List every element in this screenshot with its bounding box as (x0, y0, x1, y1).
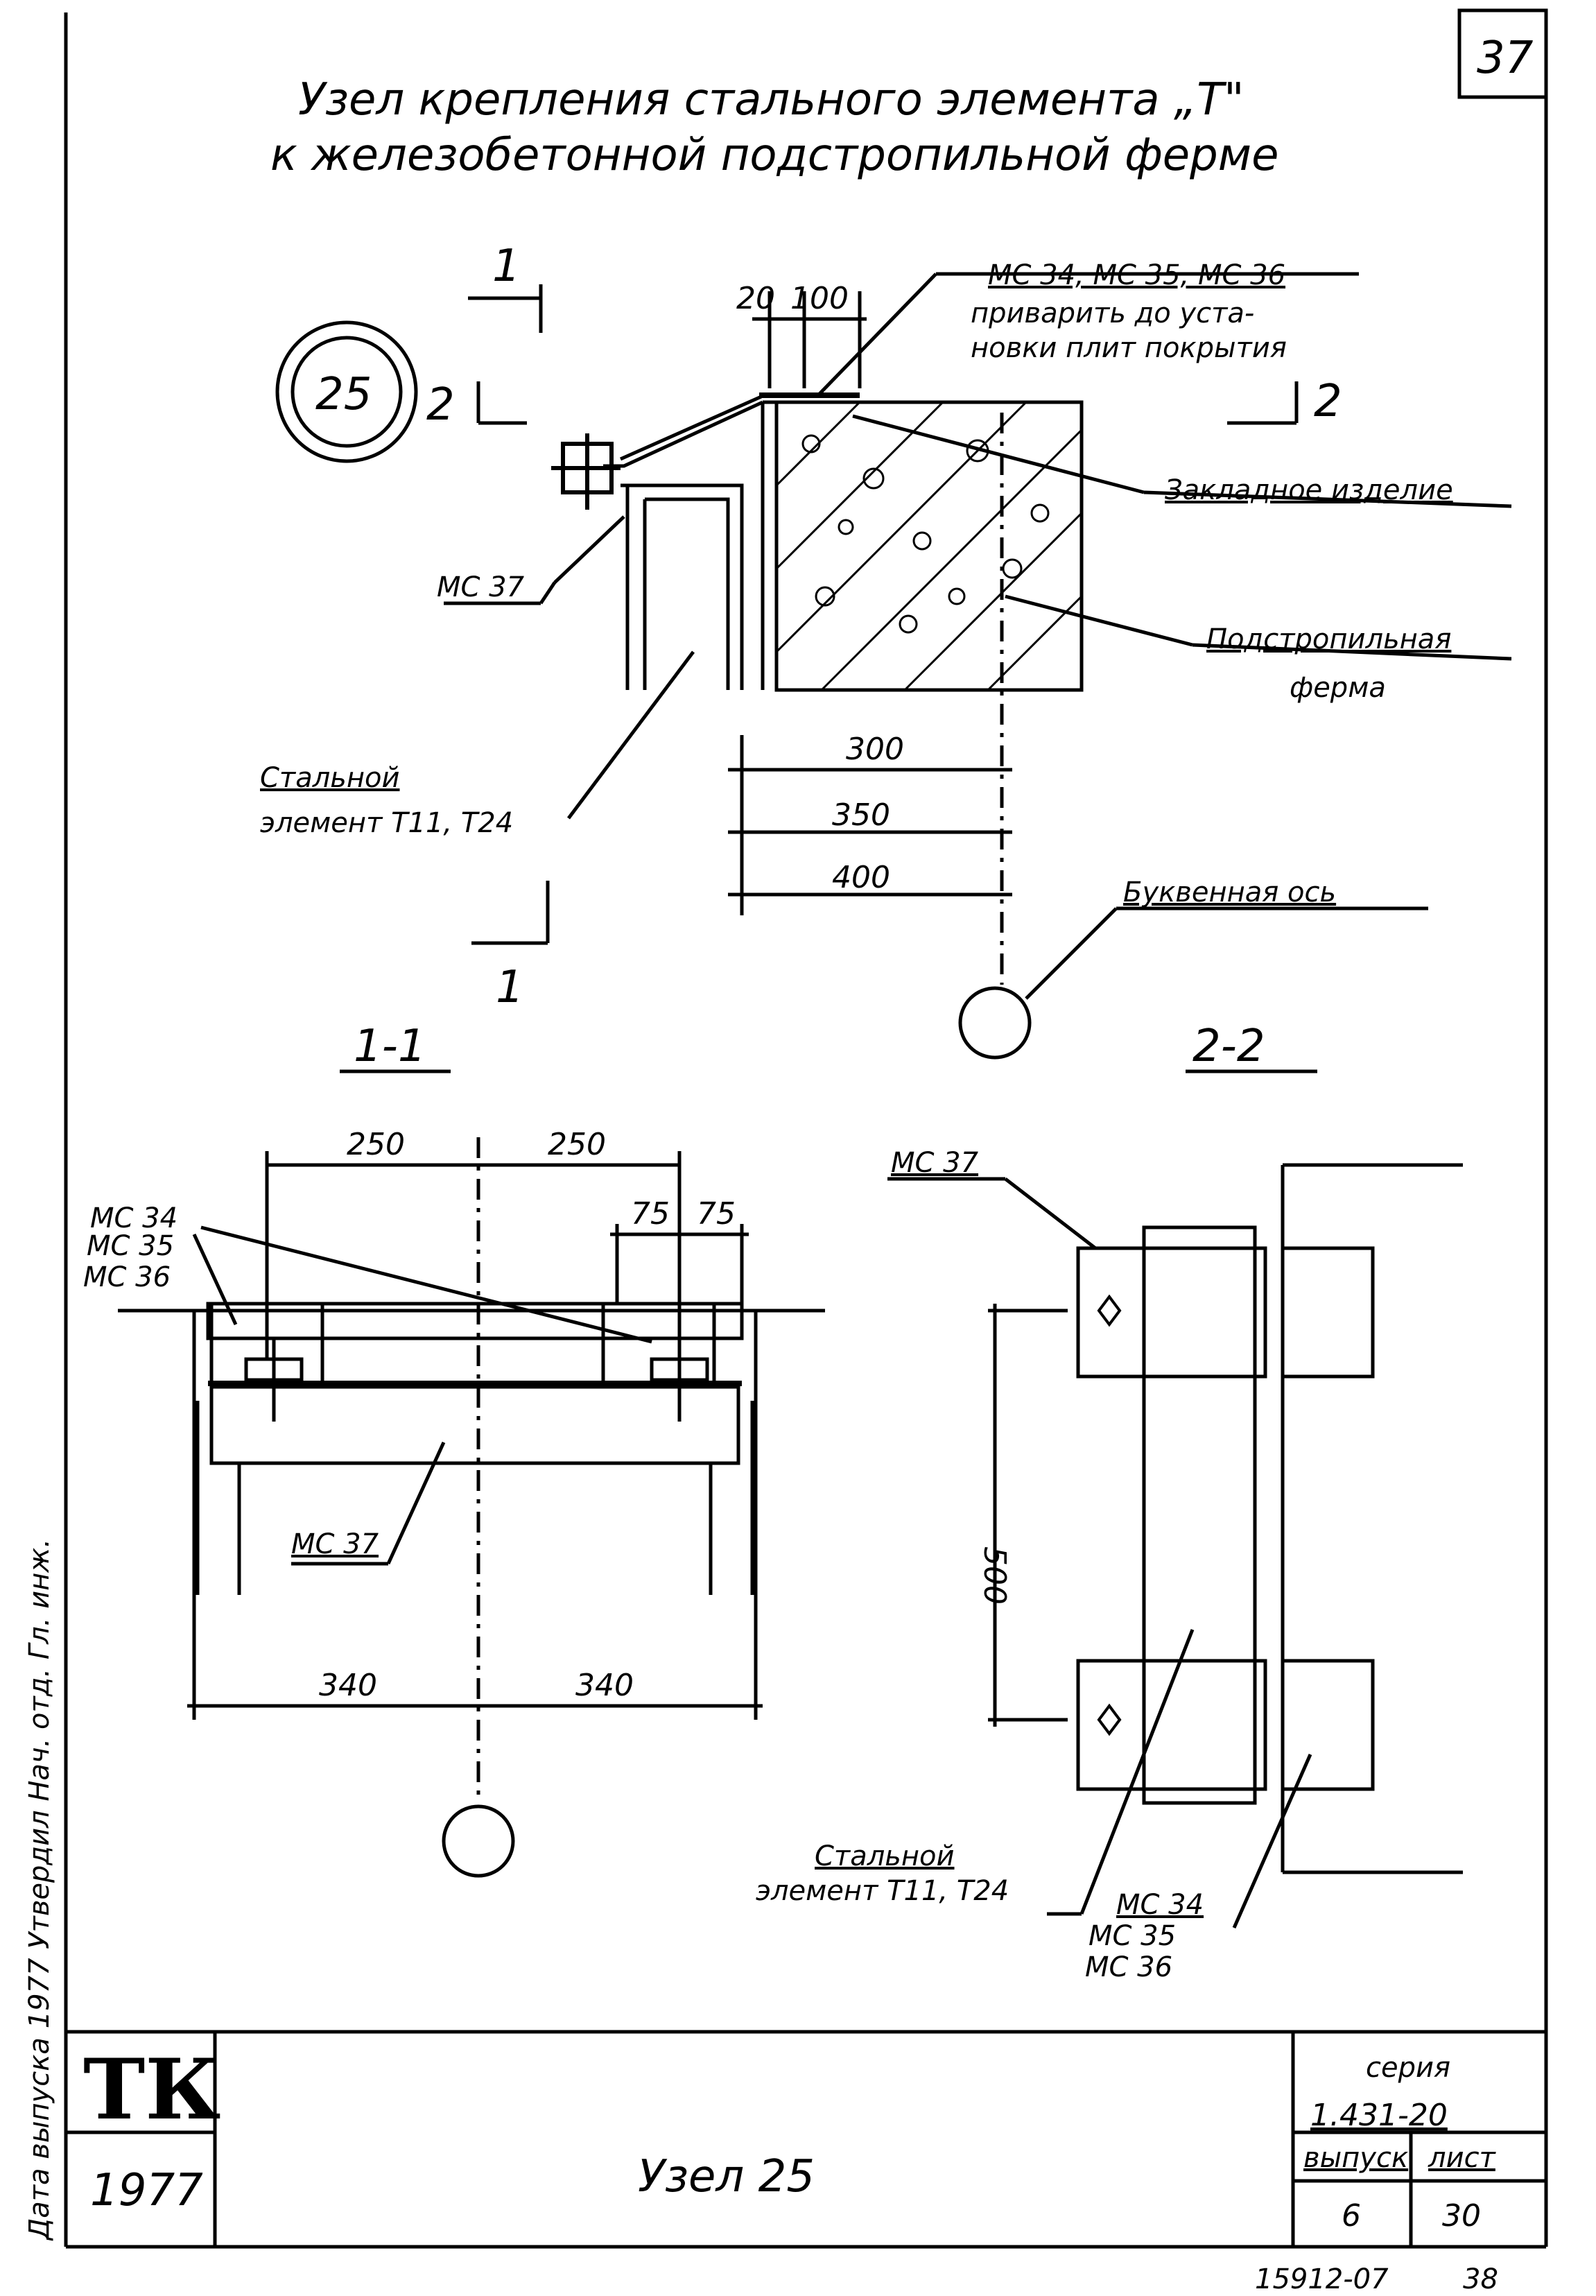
section-2-2-mc-line-2: МС 35 (1088, 1920, 1176, 1952)
series-value: 1.431-20 (1310, 2098, 1448, 2133)
series-label: серия (1366, 2052, 1450, 2084)
dim-340-right: 340 (575, 1668, 634, 1703)
section-1-top-mark: 1 (492, 241, 521, 292)
concrete-aggregate (801, 434, 1050, 634)
section-1-1-mc37: МС 37 (291, 1528, 379, 1560)
dim-75-left: 75 (631, 1196, 670, 1232)
weld-note-line-2: приварить до уста- (971, 297, 1254, 329)
section-2-2-mc-line-3: МС 36 (1085, 1951, 1172, 1983)
main-detail (444, 272, 1512, 1060)
node-name: Узел 25 (638, 2151, 815, 2202)
bottom-code: 15912-07 (1255, 2263, 1389, 2295)
section-2-2-mc37: МС 37 (891, 1147, 979, 1179)
section-2-2-mc-line-1: МС 34 (1116, 1889, 1204, 1921)
title-block (66, 2030, 1546, 2247)
section-2-2-steel-line-2: элемент Т11, Т24 (756, 1875, 1009, 1907)
section-2-2-steel-line-1: Стальной (815, 1840, 955, 1872)
section-2-2-drawing (887, 1163, 1463, 1929)
mc37-label: МС 37 (437, 571, 525, 603)
sheet-value: 30 (1442, 2198, 1481, 2234)
year: 1977 (90, 2165, 203, 2216)
title-line-1: Узел крепления стального элемента „Т" (298, 74, 1244, 126)
dim-400: 400 (832, 860, 890, 895)
sheet-frame (64, 8, 1548, 2249)
tk-logo: ТК (83, 2041, 220, 2139)
steel-element-line-1: Стальной (260, 762, 400, 794)
issue-value: 6 (1342, 2198, 1361, 2234)
section-marks (468, 284, 1299, 945)
truss-label-line-1: Подстропильная (1206, 623, 1451, 655)
bottom-page: 38 (1463, 2263, 1498, 2295)
section-2-2-title: 2-2 (1192, 1021, 1265, 1072)
truss-label-line-2: ферма (1290, 672, 1386, 704)
bolt-markers (1097, 1294, 1122, 1736)
sheet-label: лист (1428, 2142, 1497, 2174)
issue-label: выпуск (1303, 2142, 1408, 2174)
dim-250-right: 250 (548, 1127, 606, 1162)
left-margin-text: Дата выпуска 1977 Утвердил Нач. отд. Гл.… (24, 1539, 55, 2241)
dim-20: 20 (736, 281, 775, 316)
section-1-1-title: 1-1 (354, 1021, 426, 1072)
section-1-1-drawing (118, 1137, 825, 1878)
dim-350: 350 (832, 797, 890, 833)
steel-element-line-2: элемент Т11, Т24 (260, 807, 513, 839)
section-2-right-mark: 2 (1314, 376, 1342, 427)
dim-100: 100 (790, 281, 849, 316)
dim-500: 500 (977, 1546, 1012, 1605)
dim-250-left: 250 (347, 1127, 405, 1162)
weld-note-line-1: МС 34, МС 35, МС 36 (988, 259, 1285, 291)
section-2-left-mark: 2 (426, 379, 455, 431)
dim-340-left: 340 (319, 1668, 377, 1703)
title-line-2: к железобетонной подстропильной ферме (270, 130, 1278, 181)
node-marker (275, 320, 418, 463)
sheet-number: 37 (1477, 33, 1534, 84)
dim-300: 300 (846, 732, 904, 767)
section-1-1-mc-line-1: МС 34 (90, 1202, 177, 1234)
section-1-1-mc-line-2: МС 35 (87, 1230, 174, 1262)
weld-note-line-3: новки плит покрытия (971, 332, 1287, 364)
axis-label: Буквенная ось (1123, 877, 1336, 908)
dim-75-right: 75 (697, 1196, 736, 1232)
embedded-part-label: Закладное изделие (1165, 474, 1453, 506)
node-marker-number: 25 (315, 369, 372, 420)
section-1-bottom-mark: 1 (496, 962, 524, 1013)
section-1-1-mc-line-3: МС 36 (83, 1261, 171, 1293)
